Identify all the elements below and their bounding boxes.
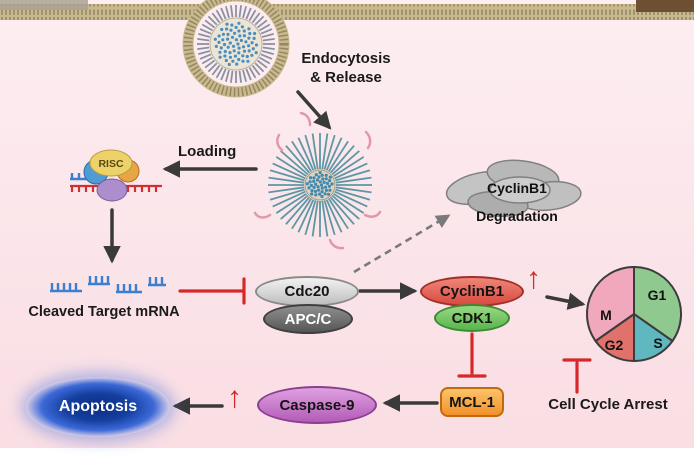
apcc-label: APC/C <box>284 310 332 328</box>
arrow-cyclinb1-to-cellcycle <box>545 292 586 310</box>
cdk1-label: CDK1 <box>451 309 493 327</box>
node-cdc20: Cdc20 <box>255 276 359 307</box>
pie-slice-g1 <box>633 266 683 342</box>
inhibit-cdk1-to-mcl1 <box>457 332 487 378</box>
cleaved-mrna-icon <box>50 276 166 294</box>
degradation-protein-label: CyclinB1 <box>487 180 547 196</box>
node-caspase9: Caspase-9 <box>257 386 377 424</box>
pie-slice-m <box>585 266 635 342</box>
cyclinb1-label: CyclinB1 <box>439 283 505 300</box>
cleaved-mrna-label: Cleaved Target mRNA <box>28 304 180 320</box>
node-cyclinb1: CyclinB1 <box>420 276 524 307</box>
pie-label-s: S <box>653 335 662 351</box>
cell-cycle-arrest-label: Cell Cycle Arrest <box>548 396 668 413</box>
node-cdk1: CDK1 <box>434 304 510 332</box>
pie-label-g2: G2 <box>605 337 624 353</box>
upregulation-arrow-cyclinb1: ↑ <box>526 262 541 295</box>
node-apoptosis: Apoptosis <box>26 377 170 437</box>
inhibit-cellcycle-arrest <box>562 358 592 394</box>
pie-label-m: M <box>600 307 612 323</box>
mcl1-label: MCL-1 <box>449 393 495 411</box>
inhibit-mrna-to-cdc20 <box>178 277 246 305</box>
nanoparticle-docked-icon <box>197 5 275 83</box>
cdc20-label: Cdc20 <box>284 283 330 300</box>
caspase9-label: Caspase-9 <box>279 396 355 414</box>
endocytosis-label: Endocytosis & Release <box>301 50 391 86</box>
node-mcl1: MCL-1 <box>440 387 504 417</box>
apoptosis-label: Apoptosis <box>58 398 138 415</box>
cell-cycle-pie <box>585 266 683 363</box>
pie-label-g1: G1 <box>648 287 667 303</box>
risc-complex-icon: RISC <box>70 149 162 202</box>
arrow-endocytosis-to-particle <box>296 90 332 130</box>
sirna-strands <box>253 111 382 250</box>
degradation-word-label: Degradation <box>476 208 558 224</box>
risc-label: RISC <box>98 158 124 170</box>
degradation-cloud-icon <box>445 159 582 217</box>
node-apcc: APC/C <box>263 304 353 334</box>
figure-bottom-margin <box>0 448 694 458</box>
loading-label: Loading <box>178 143 237 160</box>
nanoparticle-released-icon <box>253 111 382 250</box>
upregulation-arrow-caspase9: ↑ <box>227 381 242 414</box>
arrow-cdc20-to-degradation <box>353 214 451 274</box>
